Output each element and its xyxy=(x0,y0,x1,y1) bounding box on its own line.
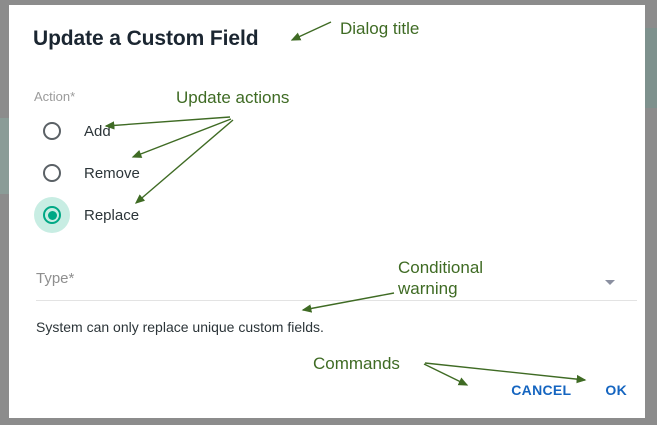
dialog-title: Update a Custom Field xyxy=(33,27,259,50)
type-select-placeholder: Type* xyxy=(36,270,75,287)
page-background-bottom xyxy=(0,418,657,425)
update-custom-field-dialog: Update a Custom Field Action* Add Remove xyxy=(9,5,645,418)
radio-dot-icon xyxy=(47,210,57,220)
conditional-warning-text: System can only replace unique custom fi… xyxy=(36,319,324,335)
radio-circle-icon xyxy=(43,164,61,182)
dialog-action-bar: CANCEL OK xyxy=(511,382,627,398)
type-select-field[interactable]: Type* xyxy=(36,265,637,301)
cancel-button[interactable]: CANCEL xyxy=(511,382,572,398)
annotation-label-update-actions: Update actions xyxy=(176,88,290,107)
radio-remove[interactable] xyxy=(34,155,70,191)
annotation-label-conditional-warning: Conditional warning xyxy=(398,258,484,298)
radio-circle-icon xyxy=(43,122,61,140)
ok-button[interactable]: OK xyxy=(605,382,627,398)
page-background-left xyxy=(0,0,9,425)
chevron-down-icon[interactable] xyxy=(605,280,615,285)
radio-label-replace: Replace xyxy=(84,206,140,224)
page-background-right-accent xyxy=(645,28,657,108)
annotation-label-dialog-title: Dialog title xyxy=(340,19,420,38)
radio-label-remove: Remove xyxy=(84,164,140,182)
radio-add[interactable] xyxy=(34,113,70,149)
radio-row-remove[interactable]: Remove xyxy=(34,152,140,194)
radio-dot-icon xyxy=(48,169,57,178)
page-background-right xyxy=(645,0,657,425)
page-background-top xyxy=(0,0,657,5)
page-background-left-accent xyxy=(0,118,9,194)
action-radio-group[interactable]: Add Remove Replace xyxy=(34,110,140,236)
radio-row-add[interactable]: Add xyxy=(34,110,140,152)
radio-replace[interactable] xyxy=(34,197,70,233)
radio-circle-selected-icon xyxy=(43,206,61,224)
radio-dot-icon xyxy=(48,127,57,136)
annotation-label-commands: Commands xyxy=(313,354,400,373)
radio-row-replace[interactable]: Replace xyxy=(34,194,140,236)
action-field-label: Action* xyxy=(34,89,76,104)
radio-label-add: Add xyxy=(84,122,111,140)
